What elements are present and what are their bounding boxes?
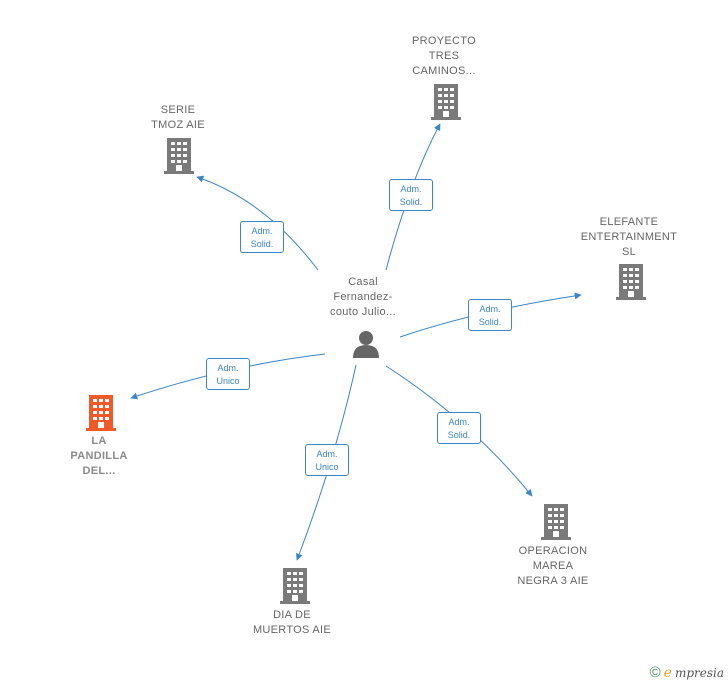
building-icon-highlighted[interactable] [86, 395, 116, 431]
building-icon[interactable] [431, 84, 461, 120]
building-icon[interactable] [616, 264, 646, 300]
brand-logo-initial: e [663, 664, 672, 681]
company-label-elefante[interactable]: ELEFANTE ENTERTAINMENT SL [580, 216, 678, 258]
center-person-label[interactable]: Casal Fernandez- couto Julio... [330, 276, 396, 318]
relation-tag-serie: Adm. Solid. [240, 221, 284, 253]
person-icon[interactable] [351, 330, 381, 358]
relation-tag-operacion: Adm. Solid. [437, 412, 481, 444]
company-label-proyecto[interactable]: PROYECTO TRES CAMINOS... [412, 35, 476, 77]
company-label-pandilla[interactable]: LA PANDILLA DEL... [70, 435, 128, 477]
company-label-dia[interactable]: DIA DE MUERTOS AIE [252, 609, 332, 636]
relation-tag-pandilla: Adm. Unico [206, 358, 250, 390]
relation-tag-dia: Adm. Unico [305, 444, 349, 476]
relation-tag-elefante: Adm. Solid. [468, 299, 512, 331]
building-icon[interactable] [541, 504, 571, 540]
building-icon[interactable] [164, 138, 194, 174]
edge-serie [196, 175, 319, 271]
brand-logo-text: mpresia [674, 665, 724, 680]
building-icon[interactable] [280, 568, 310, 604]
copyright-symbol: © [649, 664, 661, 681]
company-label-operacion[interactable]: OPERACION MAREA NEGRA 3 AIE [517, 545, 589, 587]
company-label-serie[interactable]: SERIE TMOZ AIE [151, 104, 205, 131]
relation-tag-proyecto: Adm. Solid. [389, 179, 433, 211]
